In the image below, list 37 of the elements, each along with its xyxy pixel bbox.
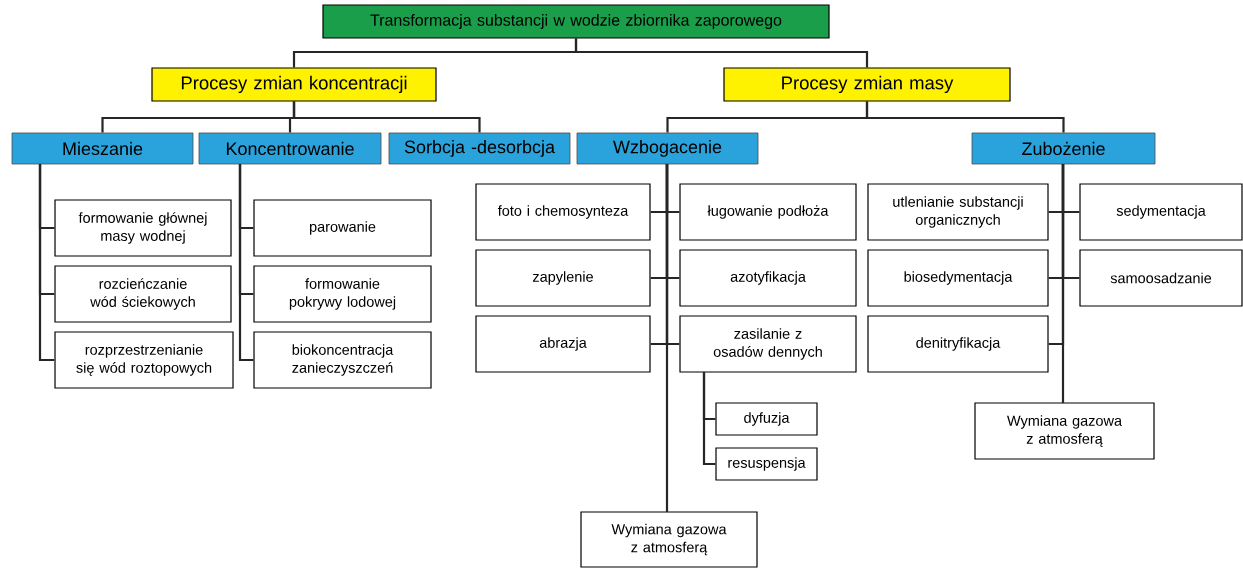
- process-box: denitryfikacja: [867, 315, 1049, 373]
- connector-line: [865, 101, 1065, 133]
- title-box: Transformacja substancji w wodzie zbiornika zaporowego: [322, 4, 830, 39]
- process-box: dyfuzja: [715, 402, 818, 436]
- connector-line: [38, 164, 55, 362]
- process-box: formowanie pokrywy lodowej: [253, 265, 432, 323]
- connector-line: [665, 164, 669, 512]
- process-box: azotyfikacja: [679, 249, 857, 307]
- process-box: Wymiana gazowa z atmosferą: [580, 511, 758, 568]
- process-box: Wzbogacenie: [576, 132, 759, 165]
- connector-line: [292, 101, 481, 133]
- process-box: Mieszanie: [11, 132, 194, 165]
- process-box: parowanie: [253, 199, 432, 257]
- process-box: utlenianie substancji organicznych: [867, 183, 1049, 241]
- process-box: zasilanie z osadów dennych: [679, 315, 857, 373]
- process-box: Koncentrowanie: [198, 132, 382, 165]
- process-box: sedymentacja: [1079, 183, 1243, 241]
- category-box: Procesy zmian masy: [723, 67, 1011, 102]
- process-box: foto i chemosynteza: [475, 183, 651, 241]
- connector-line: [1061, 164, 1065, 403]
- process-box: resuspensja: [715, 447, 818, 481]
- process-box: rozprzestrzenianie się wód roztopowych: [54, 331, 234, 389]
- connector-line: [238, 164, 254, 362]
- process-box: samoosadzanie: [1079, 249, 1243, 307]
- process-box: Zubożenie: [971, 132, 1156, 165]
- process-box: biokoncentracja zanieczyszczeń: [253, 331, 432, 389]
- process-box: Wymiana gazowa z atmosferą: [974, 402, 1155, 460]
- connector-line: [574, 38, 869, 68]
- process-box: biosedymentacja: [867, 249, 1049, 307]
- process-box: ługowanie podłoża: [679, 183, 857, 241]
- process-box: rozcieńczanie wód ściekowych: [54, 265, 232, 323]
- category-box: Procesy zmian koncentracji: [151, 67, 437, 102]
- process-box: formowanie głównej masy wodnej: [54, 199, 232, 257]
- process-box: Sorbcja -desorbcja: [388, 132, 571, 165]
- connector-line: [702, 372, 716, 466]
- process-box: abrazja: [475, 315, 651, 373]
- process-box: zapylenie: [475, 249, 651, 307]
